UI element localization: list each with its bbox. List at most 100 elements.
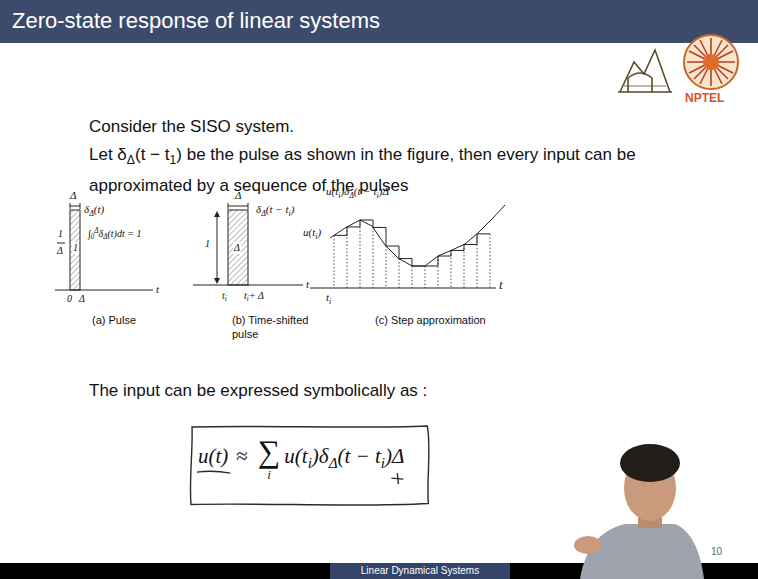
- presenter-figure: [574, 536, 602, 554]
- math-symbol: ): [291, 203, 295, 215]
- pulse-figure: [55, 290, 153, 291]
- step-approximation-figure: [310, 288, 496, 289]
- math-label: 1: [72, 242, 79, 254]
- step-approximation-figure: [347, 226, 360, 227]
- presenter-figure: [574, 444, 704, 579]
- pulse-figure: [57, 243, 65, 244]
- step-approximation-figure: [464, 244, 477, 245]
- math-symbol: δ: [256, 203, 261, 215]
- math-label: t: [156, 283, 159, 296]
- shifted-pulse-figure: [193, 285, 303, 286]
- math-symbol: i: [338, 191, 340, 200]
- math-symbol: Δ: [349, 191, 354, 200]
- equation-text: u(t): [198, 444, 228, 468]
- slide-number: 10: [711, 546, 722, 558]
- shifted-pulse-figure: [228, 203, 229, 209]
- math-label: Δ: [57, 245, 63, 257]
- step-approximation-figure: [412, 266, 425, 267]
- math-symbol: i: [329, 297, 331, 306]
- shifted-pulse-figure: [193, 203, 303, 285]
- step-approximation-figure: [451, 250, 452, 288]
- step-approximation-figure: [412, 266, 413, 288]
- nptel-logo: [700, 40, 722, 84]
- math-symbol: t: [156, 283, 159, 295]
- math-symbol: (t): [94, 203, 104, 215]
- pulse-figure: [55, 203, 153, 290]
- equation-box: u(t)≈∑iu(ti)δΔ(t − ti)Δ: [188, 424, 430, 507]
- math-symbol: i: [288, 209, 290, 218]
- math-symbol: Δ: [234, 242, 240, 253]
- step-approximation-figure: [399, 246, 400, 259]
- step-approximation-figure: [386, 246, 399, 247]
- footer-text: Linear Dynamical Systems: [330, 565, 510, 577]
- body-text: The input can be expressed symbolically …: [89, 381, 427, 400]
- figure-caption: (a) Pulse: [92, 314, 136, 327]
- math-label: δΔ(t): [84, 203, 104, 216]
- step-approximation-figure: [399, 258, 412, 259]
- footer-bar: [330, 563, 510, 579]
- iit-mandi-logo: [618, 50, 672, 92]
- math-symbol: u(t: [326, 185, 338, 197]
- math-symbol: i: [225, 295, 227, 303]
- math-symbol: t: [306, 278, 309, 290]
- step-approximation-figure: [334, 235, 347, 236]
- footer-text: Linear Dynamical Systems: [361, 565, 479, 576]
- step-approximation-figure: [451, 250, 464, 251]
- math-label: u(ti): [303, 226, 321, 239]
- math-symbol: Δ: [79, 293, 85, 304]
- math-label: Δ: [235, 189, 241, 202]
- math-label: Δ: [233, 242, 241, 254]
- figure-caption: pulse: [232, 328, 258, 340]
- equation-text: u(t: [284, 444, 307, 468]
- equation-text: i: [308, 455, 312, 471]
- step-approximation-figure: [373, 227, 386, 228]
- pulse-figure: [70, 210, 80, 290]
- math-label: u(ti)δΔ(t − ti)Δ: [326, 185, 389, 198]
- equation-text: ≈: [236, 444, 248, 468]
- math-symbol: Δ: [94, 227, 98, 235]
- iit-mandi-logo: [620, 50, 670, 92]
- step-approximation-figure: [438, 256, 451, 257]
- body-text: 1: [170, 153, 177, 167]
- nptel-logo: [703, 54, 719, 70]
- math-symbol: δ: [84, 203, 89, 215]
- step-approximation-figure: [477, 234, 478, 245]
- math-symbol: Δ: [103, 233, 107, 241]
- step-approximation-figure: [438, 256, 439, 288]
- step-approximation-figure: [334, 235, 335, 288]
- shifted-pulse-figure: [217, 214, 218, 281]
- nptel-logo: [684, 35, 738, 89]
- figure-caption: (a) Pulse: [92, 314, 136, 326]
- step-approximation-figure: [386, 227, 387, 246]
- math-symbol: )δ: [340, 185, 349, 197]
- math-symbol: Δ: [235, 189, 241, 201]
- nptel-logo: [687, 38, 735, 86]
- math-symbol: Δ: [261, 209, 266, 218]
- math-symbol: (t − t: [354, 185, 377, 197]
- nptel-logo: [694, 45, 728, 79]
- math-symbol: ∫: [88, 228, 91, 239]
- math-label: ∫0ΔδΔ(t)dt = 1: [88, 228, 141, 240]
- math-symbol: i: [247, 295, 249, 303]
- math-symbol: )Δ: [379, 185, 389, 197]
- sum-stack: ∑i: [258, 436, 280, 481]
- math-symbol: (t − t: [266, 203, 289, 215]
- nptel-logo: [689, 51, 733, 73]
- iit-mandi-logo: [618, 91, 672, 93]
- slide-number: 10: [711, 546, 722, 557]
- body-text: Let δ: [89, 145, 127, 164]
- math-label: 0: [67, 293, 72, 305]
- pulse-figure: [70, 203, 71, 209]
- equation-text: i: [381, 455, 385, 471]
- figure-caption: (b) Time-shifted: [232, 314, 308, 326]
- shifted-pulse-figure: [248, 203, 249, 209]
- math-label: Δ: [70, 189, 76, 202]
- figure-caption: (c) Step approximation: [375, 314, 486, 327]
- iit-mandi-logo: [628, 73, 652, 92]
- sum-index: i: [258, 468, 280, 481]
- math-label: Δ: [79, 293, 85, 305]
- nptel-logo: [684, 35, 738, 89]
- shifted-pulse-figure: [228, 206, 248, 207]
